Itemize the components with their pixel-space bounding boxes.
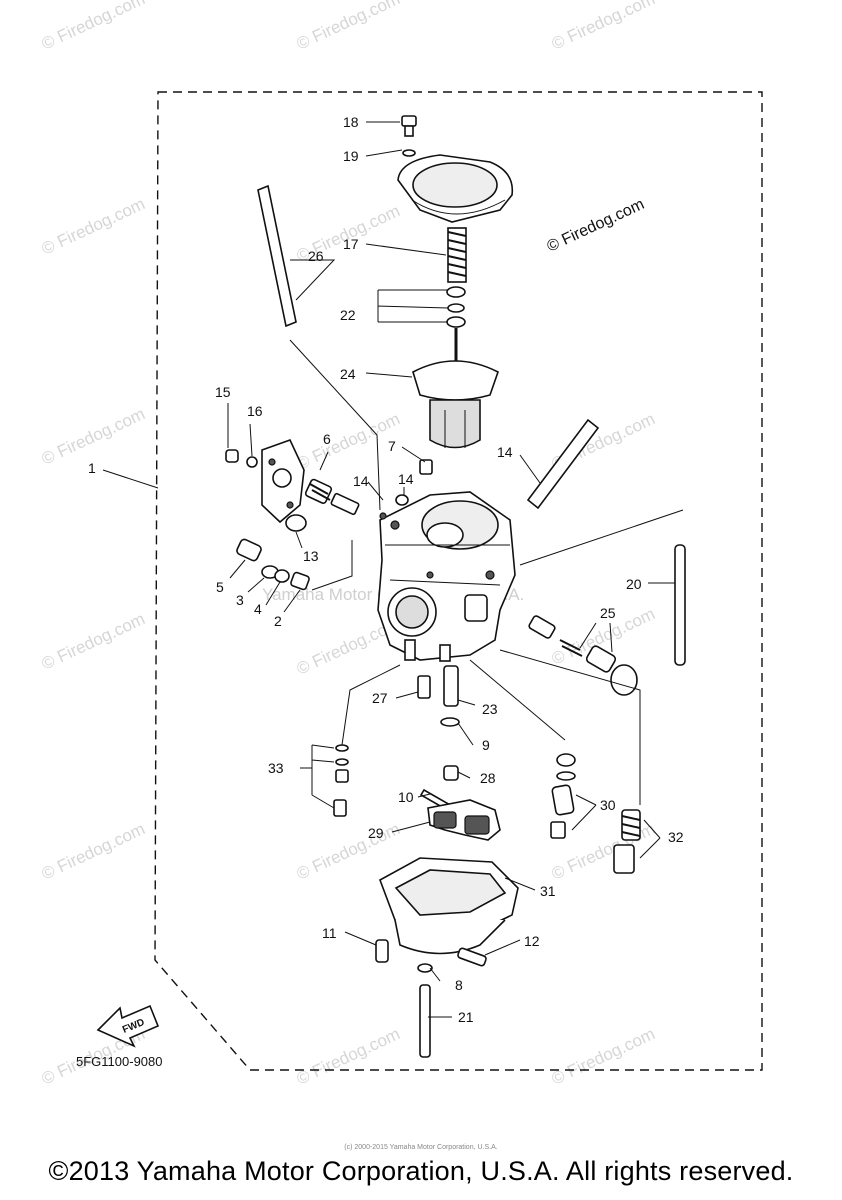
callout-22: 21 — [458, 1009, 474, 1025]
spring — [447, 227, 467, 283]
callout-9: 9 — [482, 737, 490, 753]
callout-13: 13 — [303, 548, 319, 564]
callout-27: 26 — [308, 248, 324, 264]
callout-labels: 18 19 17 26 22 24 15 16 6 7 14 1 14 14 1… — [88, 114, 684, 1025]
callout-21: 20 — [626, 576, 642, 592]
watermark: © Firedog.com — [294, 1024, 403, 1088]
callout-23: 22 — [340, 307, 356, 323]
watermark: © Firedog.com — [294, 819, 403, 883]
callout-19: 18 — [343, 114, 359, 130]
copyright-notice: ©2013 Yamaha Motor Corporation, U.S.A. A… — [48, 1156, 794, 1186]
carburetor-body — [377, 459, 516, 662]
fineprint: (c) 2000-2015 Yamaha Motor Corporation, … — [344, 1144, 498, 1151]
callout-10: 10 — [398, 789, 414, 805]
left-parts — [225, 439, 360, 591]
callout-32: 31 — [540, 883, 556, 899]
assembly-boundary — [154, 91, 763, 1071]
watermark: © Firedog.com — [39, 194, 148, 258]
callout-2: 2 — [274, 613, 282, 629]
tubes — [257, 184, 686, 1058]
watermark: © Firedog.com — [549, 0, 658, 54]
callout-18: 17 — [343, 236, 359, 252]
callout-5: 5 — [216, 579, 224, 595]
callout-14b: 14 — [398, 471, 414, 487]
lower-parts — [333, 665, 641, 967]
watermark-inside: © Firedog.com — [545, 196, 647, 256]
callout-28: 27 — [372, 690, 388, 706]
callout-24: 23 — [482, 701, 498, 717]
callout-33: 32 — [668, 829, 684, 845]
watermark: © Firedog.com — [39, 609, 148, 673]
callout-6: 6 — [323, 431, 331, 447]
callout-34: 33 — [268, 760, 284, 776]
callout-25: 24 — [340, 366, 356, 382]
top-cap-parts — [397, 115, 514, 449]
fwd-arrow-icon: FWD — [96, 1004, 160, 1048]
callout-30: 29 — [368, 825, 384, 841]
callout-31: 30 — [600, 797, 616, 813]
callout-26: 25 — [600, 605, 616, 621]
callout-15: 14 — [497, 444, 513, 460]
callout-7: 7 — [388, 438, 396, 454]
callout-12: 12 — [524, 933, 540, 949]
watermark: © Firedog.com — [294, 409, 403, 473]
callout-1: 1 — [88, 460, 96, 476]
diagram-code: 5FG1100-9080 — [76, 1054, 163, 1069]
watermark: © Firedog.com — [39, 404, 148, 468]
watermark: © Firedog.com — [39, 819, 148, 883]
callout-8: 8 — [455, 977, 463, 993]
callout-17: 16 — [247, 403, 263, 419]
callout-29: 28 — [480, 770, 496, 786]
watermark: © Firedog.com — [549, 1024, 658, 1088]
watermark: © Firedog.com — [294, 0, 403, 54]
watermark: © Firedog.com — [39, 0, 148, 54]
callout-11: 11 — [322, 925, 337, 941]
callout-20: 19 — [343, 148, 359, 164]
callout-16: 15 — [215, 384, 231, 400]
callout-14a: 14 — [353, 473, 369, 489]
callout-3: 3 — [236, 592, 244, 608]
leader-lines — [102, 121, 684, 1018]
callout-4: 4 — [254, 601, 262, 617]
